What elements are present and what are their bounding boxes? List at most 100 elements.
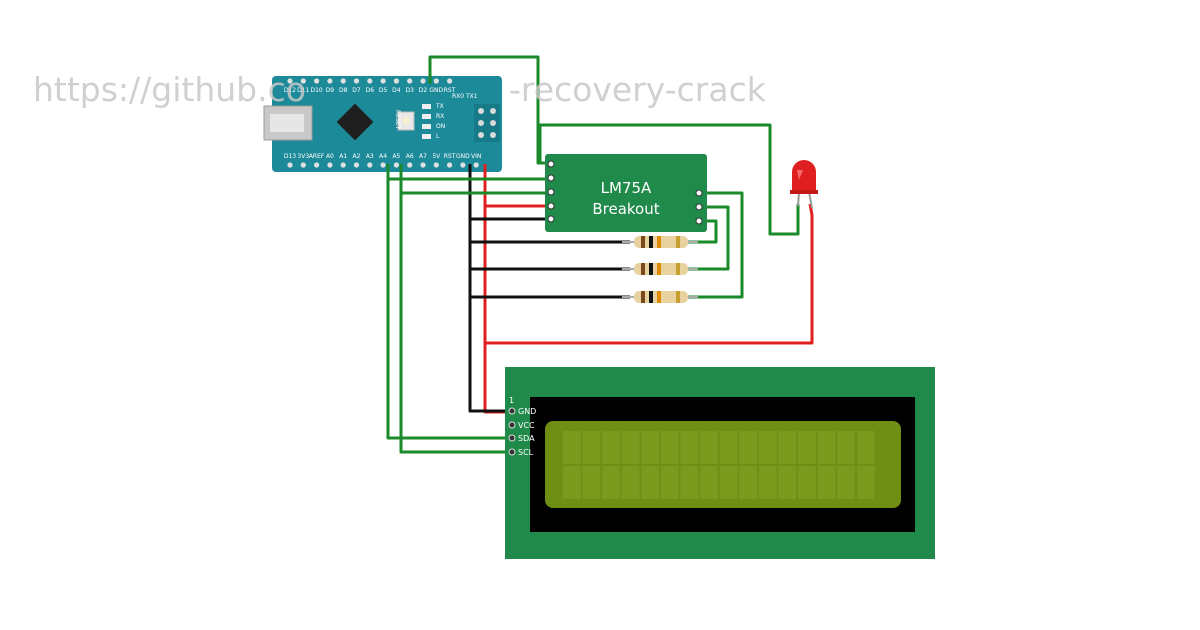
top-pin xyxy=(300,78,306,84)
bottom-pin-label: 5V xyxy=(432,153,441,160)
lcd-cell xyxy=(857,466,875,499)
lcd-display: 1 GND VCC SDA SCL xyxy=(505,367,935,559)
lcd-cell xyxy=(641,431,659,464)
lcd-pin-gnd: GND xyxy=(518,407,536,416)
top-pin-label: GND xyxy=(429,87,443,94)
bottom-pin-label: A5 xyxy=(392,153,400,160)
arduino-board xyxy=(272,76,502,172)
resistor xyxy=(622,236,698,248)
lcd-cell xyxy=(641,466,659,499)
resistor xyxy=(622,263,698,275)
top-pin xyxy=(367,78,373,84)
wire-a4-to-lcd-sda xyxy=(386,179,512,440)
lcd-pin-number: 1 xyxy=(509,396,514,405)
bottom-pin-label: A4 xyxy=(379,153,387,160)
lcd-cell xyxy=(700,431,718,464)
wire-led-to-vin xyxy=(485,203,814,345)
top-pin-label: D2 xyxy=(419,87,428,94)
lcd-cell xyxy=(739,466,757,499)
top-pin-label: D10 xyxy=(310,87,322,94)
bottom-pin xyxy=(447,162,453,168)
bottom-pin xyxy=(433,162,439,168)
bottom-pin-label: D13 xyxy=(284,153,296,160)
lcd-cell xyxy=(817,431,836,464)
rx-tx-label: RX0 TX1 xyxy=(452,93,478,100)
top-pin xyxy=(393,78,399,84)
top-pin xyxy=(353,78,360,84)
top-pin xyxy=(340,78,346,84)
top-pin xyxy=(407,78,413,84)
lm75a-breakout: LM75A Breakout xyxy=(545,154,707,232)
bottom-pin-label: A3 xyxy=(366,153,374,160)
lcd-cell xyxy=(778,466,797,499)
lcd-pin-vcc: VCC xyxy=(518,421,535,430)
bottom-pin xyxy=(473,162,479,168)
bottom-pin xyxy=(420,162,426,168)
led-label-l: L xyxy=(436,133,440,140)
lcd-cell xyxy=(680,431,699,464)
breakout-subtitle: Breakout xyxy=(592,200,659,218)
bottom-pin-label: VIN xyxy=(471,153,481,160)
led-label-tx: TX xyxy=(435,103,444,110)
bottom-pin xyxy=(314,162,320,168)
bottom-pin xyxy=(367,162,373,168)
lcd-cell xyxy=(621,431,640,464)
lcd-cell xyxy=(563,466,581,499)
lcd-character-cells xyxy=(563,431,875,499)
top-pin-label: D9 xyxy=(326,87,335,94)
lcd-cell xyxy=(661,466,679,499)
lcd-pin-scl: SCL xyxy=(518,448,534,457)
bottom-pin xyxy=(300,162,306,168)
lcd-pin-sda: SDA xyxy=(518,434,535,443)
bottom-pin xyxy=(327,162,333,168)
lcd-cell xyxy=(778,431,797,464)
resistor xyxy=(622,291,698,303)
top-pin xyxy=(314,78,320,84)
board-leds: TX RX ON L xyxy=(422,103,445,140)
lcd-cell xyxy=(680,466,699,499)
bottom-pin-label: A7 xyxy=(419,153,427,160)
top-pin-label: D8 xyxy=(339,87,348,94)
lcd-cell xyxy=(798,466,816,499)
top-pin-label: D6 xyxy=(366,87,375,94)
red-led xyxy=(790,160,818,209)
lcd-cell xyxy=(719,431,738,464)
top-pin xyxy=(447,78,453,84)
lcd-cell xyxy=(582,431,601,464)
bottom-pin-label: AREF xyxy=(309,153,325,160)
bottom-pin-label: RST xyxy=(444,153,456,160)
resistors xyxy=(622,236,698,303)
lcd-cell xyxy=(798,431,816,464)
top-pin-label: D11 xyxy=(297,87,309,94)
lcd-cell xyxy=(759,431,777,464)
lcd-cell xyxy=(661,431,679,464)
wire-breakout-to-led xyxy=(538,123,800,236)
top-pin-label: RST xyxy=(444,87,456,94)
top-pin-label: D3 xyxy=(405,87,414,94)
top-pin-label: D12 xyxy=(284,87,296,94)
microcontroller-chip xyxy=(336,103,374,141)
top-pin xyxy=(327,78,333,84)
bottom-pin-label: GND xyxy=(456,153,470,160)
bottom-pin-label: 3V3 xyxy=(297,153,309,160)
wires xyxy=(386,55,814,454)
lcd-cell xyxy=(602,466,620,499)
bottom-pin xyxy=(380,162,386,168)
wire-breakout-r1 xyxy=(688,191,744,299)
lcd-cell xyxy=(837,466,855,499)
url-overlay-left: https://github.co xyxy=(33,70,306,109)
lcd-cell xyxy=(582,466,601,499)
bottom-pin xyxy=(460,162,466,168)
top-pin-label: D7 xyxy=(352,87,361,94)
bottom-pin xyxy=(340,162,346,168)
bottom-pin xyxy=(393,162,399,168)
breakout-left-pins xyxy=(547,160,555,223)
top-pin-label: D4 xyxy=(392,87,401,94)
icsp-header xyxy=(474,104,500,142)
bottom-pin-label: A6 xyxy=(406,153,414,160)
bottom-pin-label: A2 xyxy=(353,153,361,160)
breakout-right-pins xyxy=(695,189,703,225)
